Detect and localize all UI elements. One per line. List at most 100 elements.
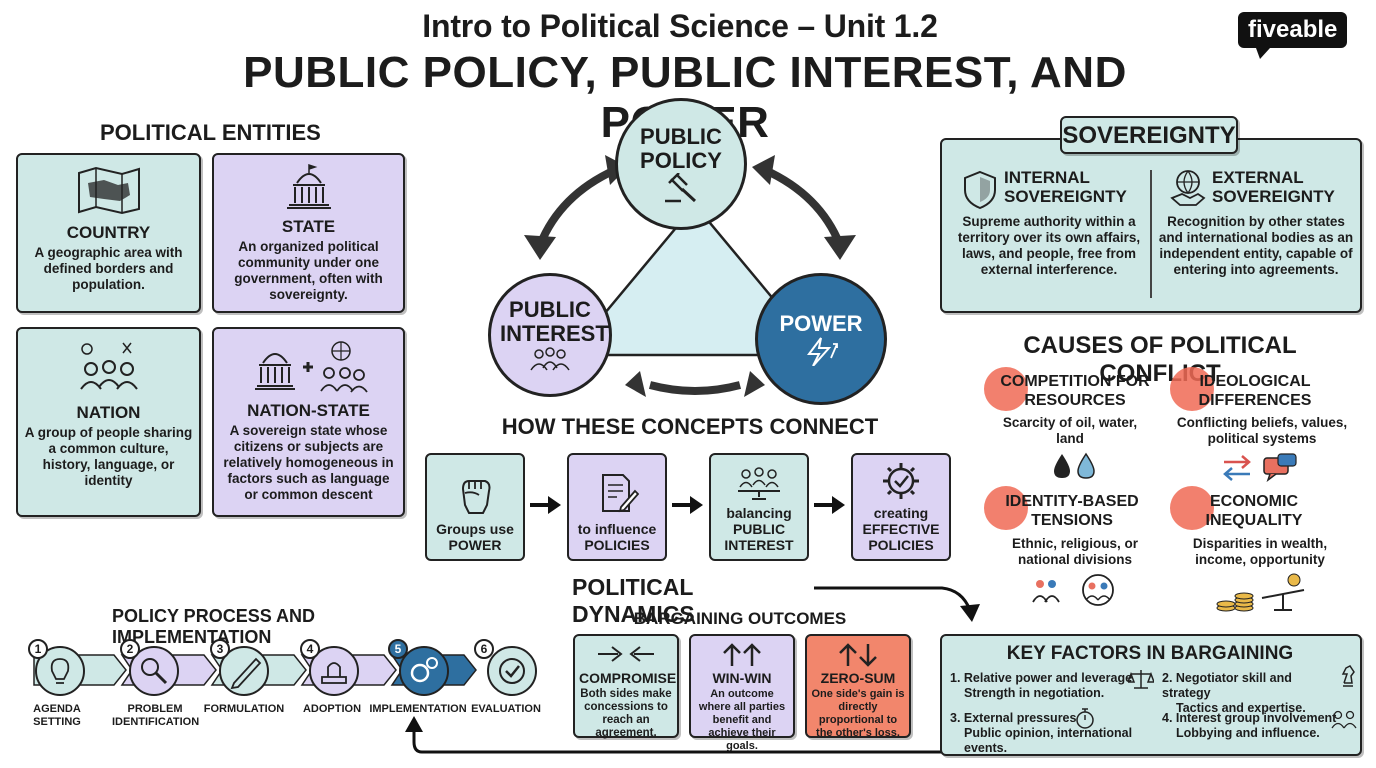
power-node: POWER	[755, 273, 887, 405]
conflict-dot-2	[1170, 367, 1214, 411]
nation-text: A group of people sharing a common cultu…	[24, 425, 193, 488]
coins-scale-icon	[1216, 573, 1305, 612]
internal-sovereignty-title: INTERNAL SOVEREIGNTY	[1004, 168, 1127, 206]
fiveable-logo: fiveable	[1238, 12, 1348, 60]
step-number-2: 2	[120, 639, 140, 659]
country-card: COUNTRY A geographic area with defined b…	[16, 153, 201, 313]
policy-process-flow	[33, 646, 537, 696]
connect-heading: HOW THESE CONCEPTS CONNECT	[501, 414, 879, 439]
step-number-5: 5	[388, 639, 408, 659]
key-factors-panel	[940, 634, 1362, 756]
factor-3: 3. External pressures Public opinion, in…	[950, 711, 1170, 756]
factor-1-text: Strength in negotiation.	[964, 686, 1105, 700]
public-policy-node: PUBLIC POLICY	[615, 98, 747, 230]
zero-sum-card: ZERO-SUM One side's gain is directly pro…	[805, 634, 911, 739]
lightning-icon	[807, 337, 838, 366]
factor-4-text: Lobbying and influence.	[1176, 726, 1320, 740]
ideological-title: IDEOLOGICAL DIFFERENCES	[1198, 373, 1312, 409]
conflict-dot-4	[1170, 486, 1214, 530]
conflict-dot-3	[984, 486, 1028, 530]
bargaining-heading: BARGAINING OUTCOMES	[633, 609, 847, 628]
arrows-speech-icon	[1223, 453, 1297, 482]
factor-4: 4. Interest group involvement Lobbying a…	[1162, 711, 1342, 741]
capitol-icon	[286, 163, 331, 209]
step-label-problem: PROBLEM IDENTIFICATION	[112, 703, 200, 728]
flow-step-power-text: Groups use POWER	[436, 521, 514, 553]
document-pen-icon	[602, 474, 639, 513]
people-icon	[79, 342, 138, 390]
dynamics-arrow	[814, 586, 980, 622]
internal-sovereignty-text: Supreme authority within a territory ove…	[957, 214, 1141, 277]
factor-3-text: Public opinion, international events.	[964, 726, 1133, 755]
flow-step-effective: creating EFFECTIVE POLICIES	[851, 453, 951, 561]
globe-handshake-icon	[1170, 170, 1206, 206]
power-label: POWER	[779, 311, 863, 336]
step-number-6: 6	[474, 639, 494, 659]
feedback-arrow	[405, 714, 964, 754]
flow-step-policies: to influence POLICIES	[567, 453, 667, 561]
flow-step-interest-text: balancing PUBLIC INTEREST	[724, 505, 794, 553]
compromise-card: COMPROMISE Both sides make concessions t…	[573, 634, 679, 739]
zero-sum-text: One side's gain is directly proportional…	[811, 688, 905, 739]
public-interest-node: PUBLIC INTEREST	[488, 273, 612, 397]
shield-icon	[964, 170, 996, 210]
state-card: STATE An organized political community u…	[212, 153, 405, 313]
oil-water-drops-icon	[1054, 452, 1095, 479]
state-title: STATE	[281, 217, 336, 236]
nation-state-card: NATION-STATE A sovereign state whose cit…	[212, 327, 405, 517]
economic-text: Disparities in wealth, income, opportuni…	[1192, 536, 1328, 567]
stopwatch-icon	[1076, 708, 1094, 729]
step-label-implementation: IMPLEMENTATION	[369, 703, 467, 715]
factor-4-title: 4. Interest group involvement	[1162, 711, 1337, 725]
sovereignty-divider	[1150, 170, 1152, 298]
step-number-3: 3	[210, 639, 230, 659]
ideological-text: Conflicting beliefs, values, political s…	[1176, 415, 1348, 446]
economic-title: ECONOMIC INEQUALITY	[1205, 493, 1303, 529]
nation-card: NATION A group of people sharing a commo…	[16, 327, 201, 517]
public-policy-label: PUBLIC POLICY	[640, 124, 722, 173]
sovereignty-heading: SOVEREIGNTY	[1062, 122, 1236, 149]
fist-icon	[461, 480, 491, 514]
flow-step-power: Groups use POWER	[425, 453, 525, 561]
factor-2: 2. Negotiator skill and strategy Tactics…	[1162, 671, 1342, 716]
flow-arrow-1	[530, 496, 561, 514]
scale-icon	[1128, 670, 1154, 689]
external-sovereignty-text: Recognition by other states and internat…	[1158, 214, 1354, 277]
step-number-1: 1	[28, 639, 48, 659]
key-factors-heading: KEY FACTORS IN BARGAINING	[1006, 643, 1294, 664]
external-sovereignty-title: EXTERNAL SOVEREIGNTY	[1212, 168, 1335, 206]
flow-step-policies-text: to influence POLICIES	[577, 521, 657, 553]
identity-title: IDENTITY-BASED TENSIONS	[1005, 493, 1139, 529]
factor-3-title: 3. External pressures	[950, 711, 1077, 725]
state-text: An organized political community under o…	[234, 239, 383, 302]
step-label-formulation: FORMULATION	[203, 703, 285, 715]
group-icon	[1331, 710, 1357, 729]
zero-sum-title: ZERO-SUM	[820, 670, 896, 686]
step-label-agenda: AGENDA SETTING	[33, 703, 81, 728]
unit-title: Intro to Political Science – Unit 1.2	[422, 8, 938, 44]
factor-1: 1. Relative power and leverage Strength …	[950, 671, 1150, 701]
resources-title: COMPETITION FOR RESOURCES	[1000, 373, 1150, 409]
flow-arrow-3	[814, 496, 845, 514]
win-win-card: WIN-WIN An outcome where all parties ben…	[689, 634, 795, 752]
sovereignty-heading-box: SOVEREIGNTY	[1060, 116, 1238, 154]
resources-text: Scarcity of oil, water, land	[1002, 415, 1138, 446]
identity-text: Ethnic, religious, or national divisions	[1011, 536, 1138, 567]
crowd-icon	[530, 347, 570, 371]
factor-2-text: Tactics and expertise.	[1176, 701, 1306, 715]
logo-text: fiveable	[1238, 12, 1348, 48]
flow-step-effective-text: creating EFFECTIVE POLICIES	[862, 505, 940, 553]
win-win-text: An outcome where all parties benefit and…	[698, 688, 786, 752]
political-entities-heading: POLITICAL ENTITIES	[100, 120, 321, 145]
capitol-plus-people-icon	[254, 341, 368, 393]
step-label-evaluation: EVALUATION	[471, 703, 541, 715]
balance-people-icon	[738, 467, 780, 500]
chess-knight-icon	[1341, 665, 1355, 687]
country-title: COUNTRY	[66, 223, 151, 242]
flow-step-interest: balancing PUBLIC INTEREST	[709, 453, 809, 561]
step-number-4: 4	[300, 639, 320, 659]
gavel-icon	[665, 173, 697, 203]
compromise-text: Both sides make concessions to reach an …	[580, 688, 672, 739]
people-groups-icon	[1032, 574, 1114, 606]
gear-check-icon	[883, 463, 919, 499]
